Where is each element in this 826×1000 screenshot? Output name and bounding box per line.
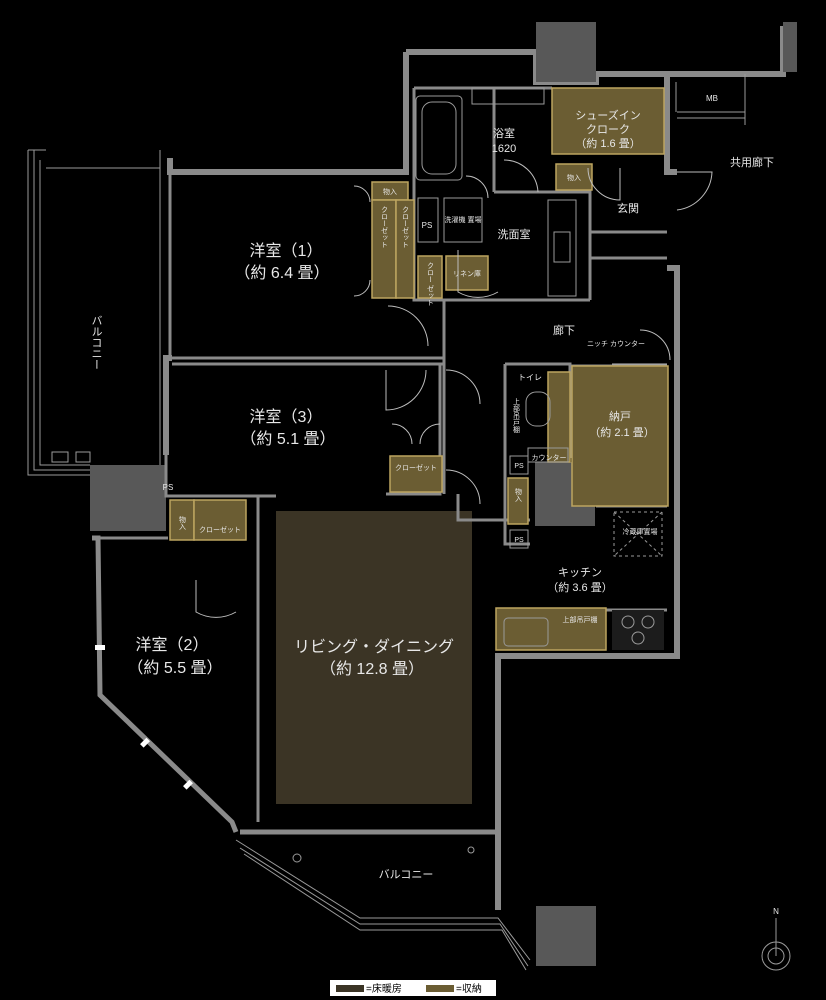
room-western1-name: 洋室（1） [250,242,323,260]
room-western2-name: 洋室（2） [136,636,209,654]
washer-space [443,197,483,243]
mb-label: MB [706,94,718,103]
cooktop [612,610,664,650]
room-corridor-name: 共用廊下 [730,155,774,169]
windows [95,645,193,790]
room-balcony-bottom-name: バルコニー [379,868,434,881]
legend-storage-label: =収納 [456,982,482,995]
room-western3-size: （約 5.1 畳） [240,430,335,448]
storage-blocks [169,87,669,651]
mb-area [675,74,746,125]
storage-label-kitchen: 物入 [515,487,523,502]
legend-storage-swatch [426,985,454,992]
room-kitchen-size: （約 3.6 畳） [547,580,612,594]
upper-cabinet-label-toilet: 上部吊戸棚 [513,397,521,434]
ps-box-1 [417,197,439,243]
room-living-size: （約 12.8 畳） [320,660,424,678]
toilet-counter [527,447,569,463]
ps-box-3 [509,529,529,549]
room-balcony-left-name: バルコニー [90,315,103,370]
bottom-balcony [235,839,531,971]
room-nando-name: 納戸 [609,410,631,423]
legend-heated-swatch [336,985,364,992]
toilet-bowl [525,391,551,427]
door-swings [195,159,713,618]
bath-shelf [471,87,545,105]
legend-heated-label: =床暖房 [366,982,402,995]
ps-label-2: PS [163,483,174,492]
fridge-space [613,511,663,557]
room-toilet-name: トイレ [518,373,542,382]
storage-label-w1: 物入 [383,187,397,196]
closet-label-w3: クローゼット [395,463,437,472]
north-compass: N [761,907,791,971]
niche-label: ニッチ カウンター [587,339,645,348]
vanity-basin [553,231,571,263]
linen-label: リネン庫 [453,269,481,278]
room-hall-name: 廊下 [553,323,575,337]
room-washroom-name: 洗面室 [498,227,531,241]
room-western2-size: （約 5.5 畳） [127,659,222,677]
outer-walls [92,26,786,910]
ps-label-4: PS [514,537,524,544]
room-shoes-name1: シューズイン [575,108,640,122]
left-balcony [27,149,161,476]
burner-icon [621,615,655,645]
closet-label-w1b: クローゼット [402,206,410,248]
room-entrance-name: 玄関 [617,201,639,215]
vanity [547,199,577,297]
room-bath-name: 浴室 [493,126,515,140]
ps-box-2 [509,455,529,475]
ps-label-3: PS [514,463,524,470]
closet-label-hall: クロー ゼット [427,262,435,306]
room-shoes-name2: クローク [586,123,630,136]
room-nando-size: （約 2.1 畳） [589,425,654,439]
legend: =床暖房 =収納 [330,980,496,996]
kitchen-sink [503,617,549,647]
compass-north-label: N [773,907,779,916]
closet-label-w1a: クローゼット [381,206,389,248]
structural-columns [90,22,797,966]
counter-label: カウンター [532,453,567,462]
closet-label-w2: クローゼット [199,525,241,534]
room-kitchen-name: キッチン [558,566,602,579]
upper-cabinet-label-kitchen: 上部吊戸棚 [563,615,598,624]
room-bath-size: 1620 [492,143,516,155]
room-western3-name: 洋室（3） [250,408,323,426]
washer-label: 洗濯機 置場 [445,215,482,224]
living-floor-heating [276,511,472,804]
fridge-label: 冷蔵庫置場 [623,527,658,536]
room-shoes-size: （約 1.6 畳） [575,136,640,150]
bathtub [415,95,463,181]
room-western1-size: （約 6.4 畳） [234,264,329,282]
room-living-name: リビング・ダイニング [294,638,454,656]
storage-label-w2: 物入 [179,515,187,530]
storage-label-entrance: 物入 [567,173,581,182]
ps-label-1: PS [422,221,433,230]
